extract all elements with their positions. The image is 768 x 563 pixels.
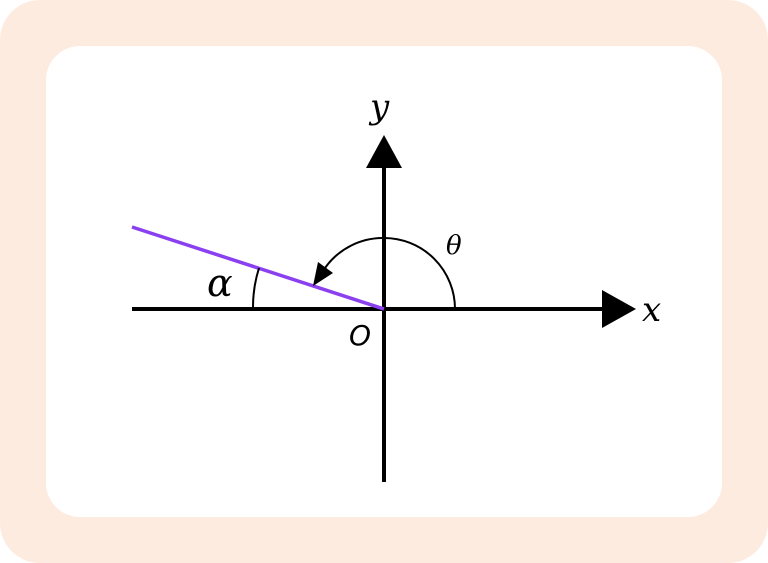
theta-arc-arrowhead (313, 262, 333, 286)
theta-arc (324, 236, 456, 310)
x-axis-label: x (642, 290, 661, 330)
alpha-label: α (207, 261, 233, 305)
x-axis-arrowhead (602, 290, 636, 328)
y-axis-label: y (368, 87, 390, 127)
alpha-arc (251, 267, 260, 310)
y-axis-arrowhead (366, 135, 402, 168)
theta-label: θ (446, 231, 462, 261)
origin-label: O (349, 319, 371, 352)
